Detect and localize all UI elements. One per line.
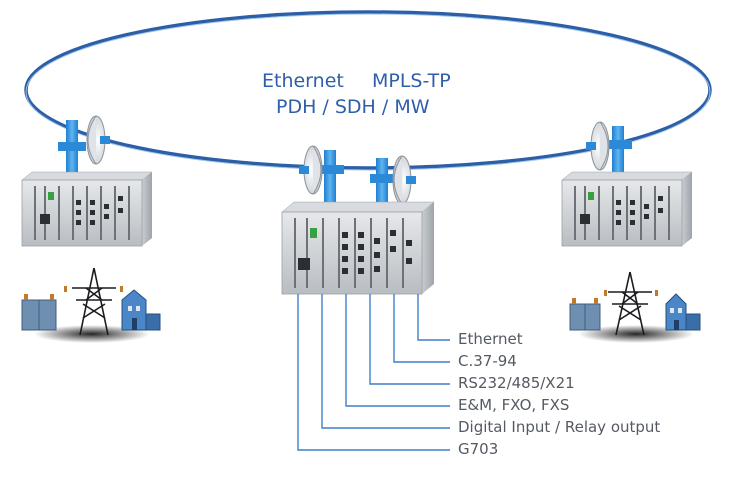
chassis-center-icon — [281, 201, 435, 295]
interface-label-g703: G703 — [458, 440, 499, 458]
antenna-mast-icon — [376, 158, 388, 212]
ring-label-transport: PDH / SDH / MW — [276, 96, 430, 118]
connector-digital-input — [321, 294, 450, 429]
connector-g703 — [297, 294, 450, 451]
substation-building-icon — [121, 289, 161, 331]
microwave-dish-icon — [86, 115, 111, 165]
connector-rs232 — [369, 294, 450, 385]
connector-ethernet — [417, 294, 450, 341]
microwave-dish-icon — [298, 145, 323, 195]
connector-em — [345, 294, 450, 407]
ring-label-ethernet: Ethernet — [262, 70, 344, 92]
power-pylon-icon — [608, 271, 652, 336]
connector-c37-94 — [393, 294, 450, 363]
chassis-left-icon — [21, 171, 153, 247]
node-left — [21, 115, 161, 343]
node-right — [561, 121, 701, 343]
microwave-dish-icon — [392, 155, 417, 205]
ring-label-mpls-tp: MPLS-TP — [372, 70, 451, 92]
interface-label-c37-94: C.37-94 — [458, 352, 517, 370]
microwave-dish-icon — [585, 121, 610, 171]
interface-label-rs232: RS232/485/X21 — [458, 374, 575, 392]
interface-label-ethernet: Ethernet — [458, 330, 523, 348]
power-pylon-icon — [72, 267, 116, 336]
interface-label-digital-input: Digital Input / Relay output — [458, 418, 661, 436]
node-center — [281, 145, 435, 295]
chassis-right-icon — [561, 171, 693, 247]
interface-label-em: E&M, FXO, FXS — [458, 396, 570, 414]
power-site-right-icon — [569, 271, 701, 343]
interface-connector-lines — [297, 294, 450, 451]
power-site-left-icon — [21, 267, 161, 343]
substation-building-icon — [665, 293, 701, 331]
